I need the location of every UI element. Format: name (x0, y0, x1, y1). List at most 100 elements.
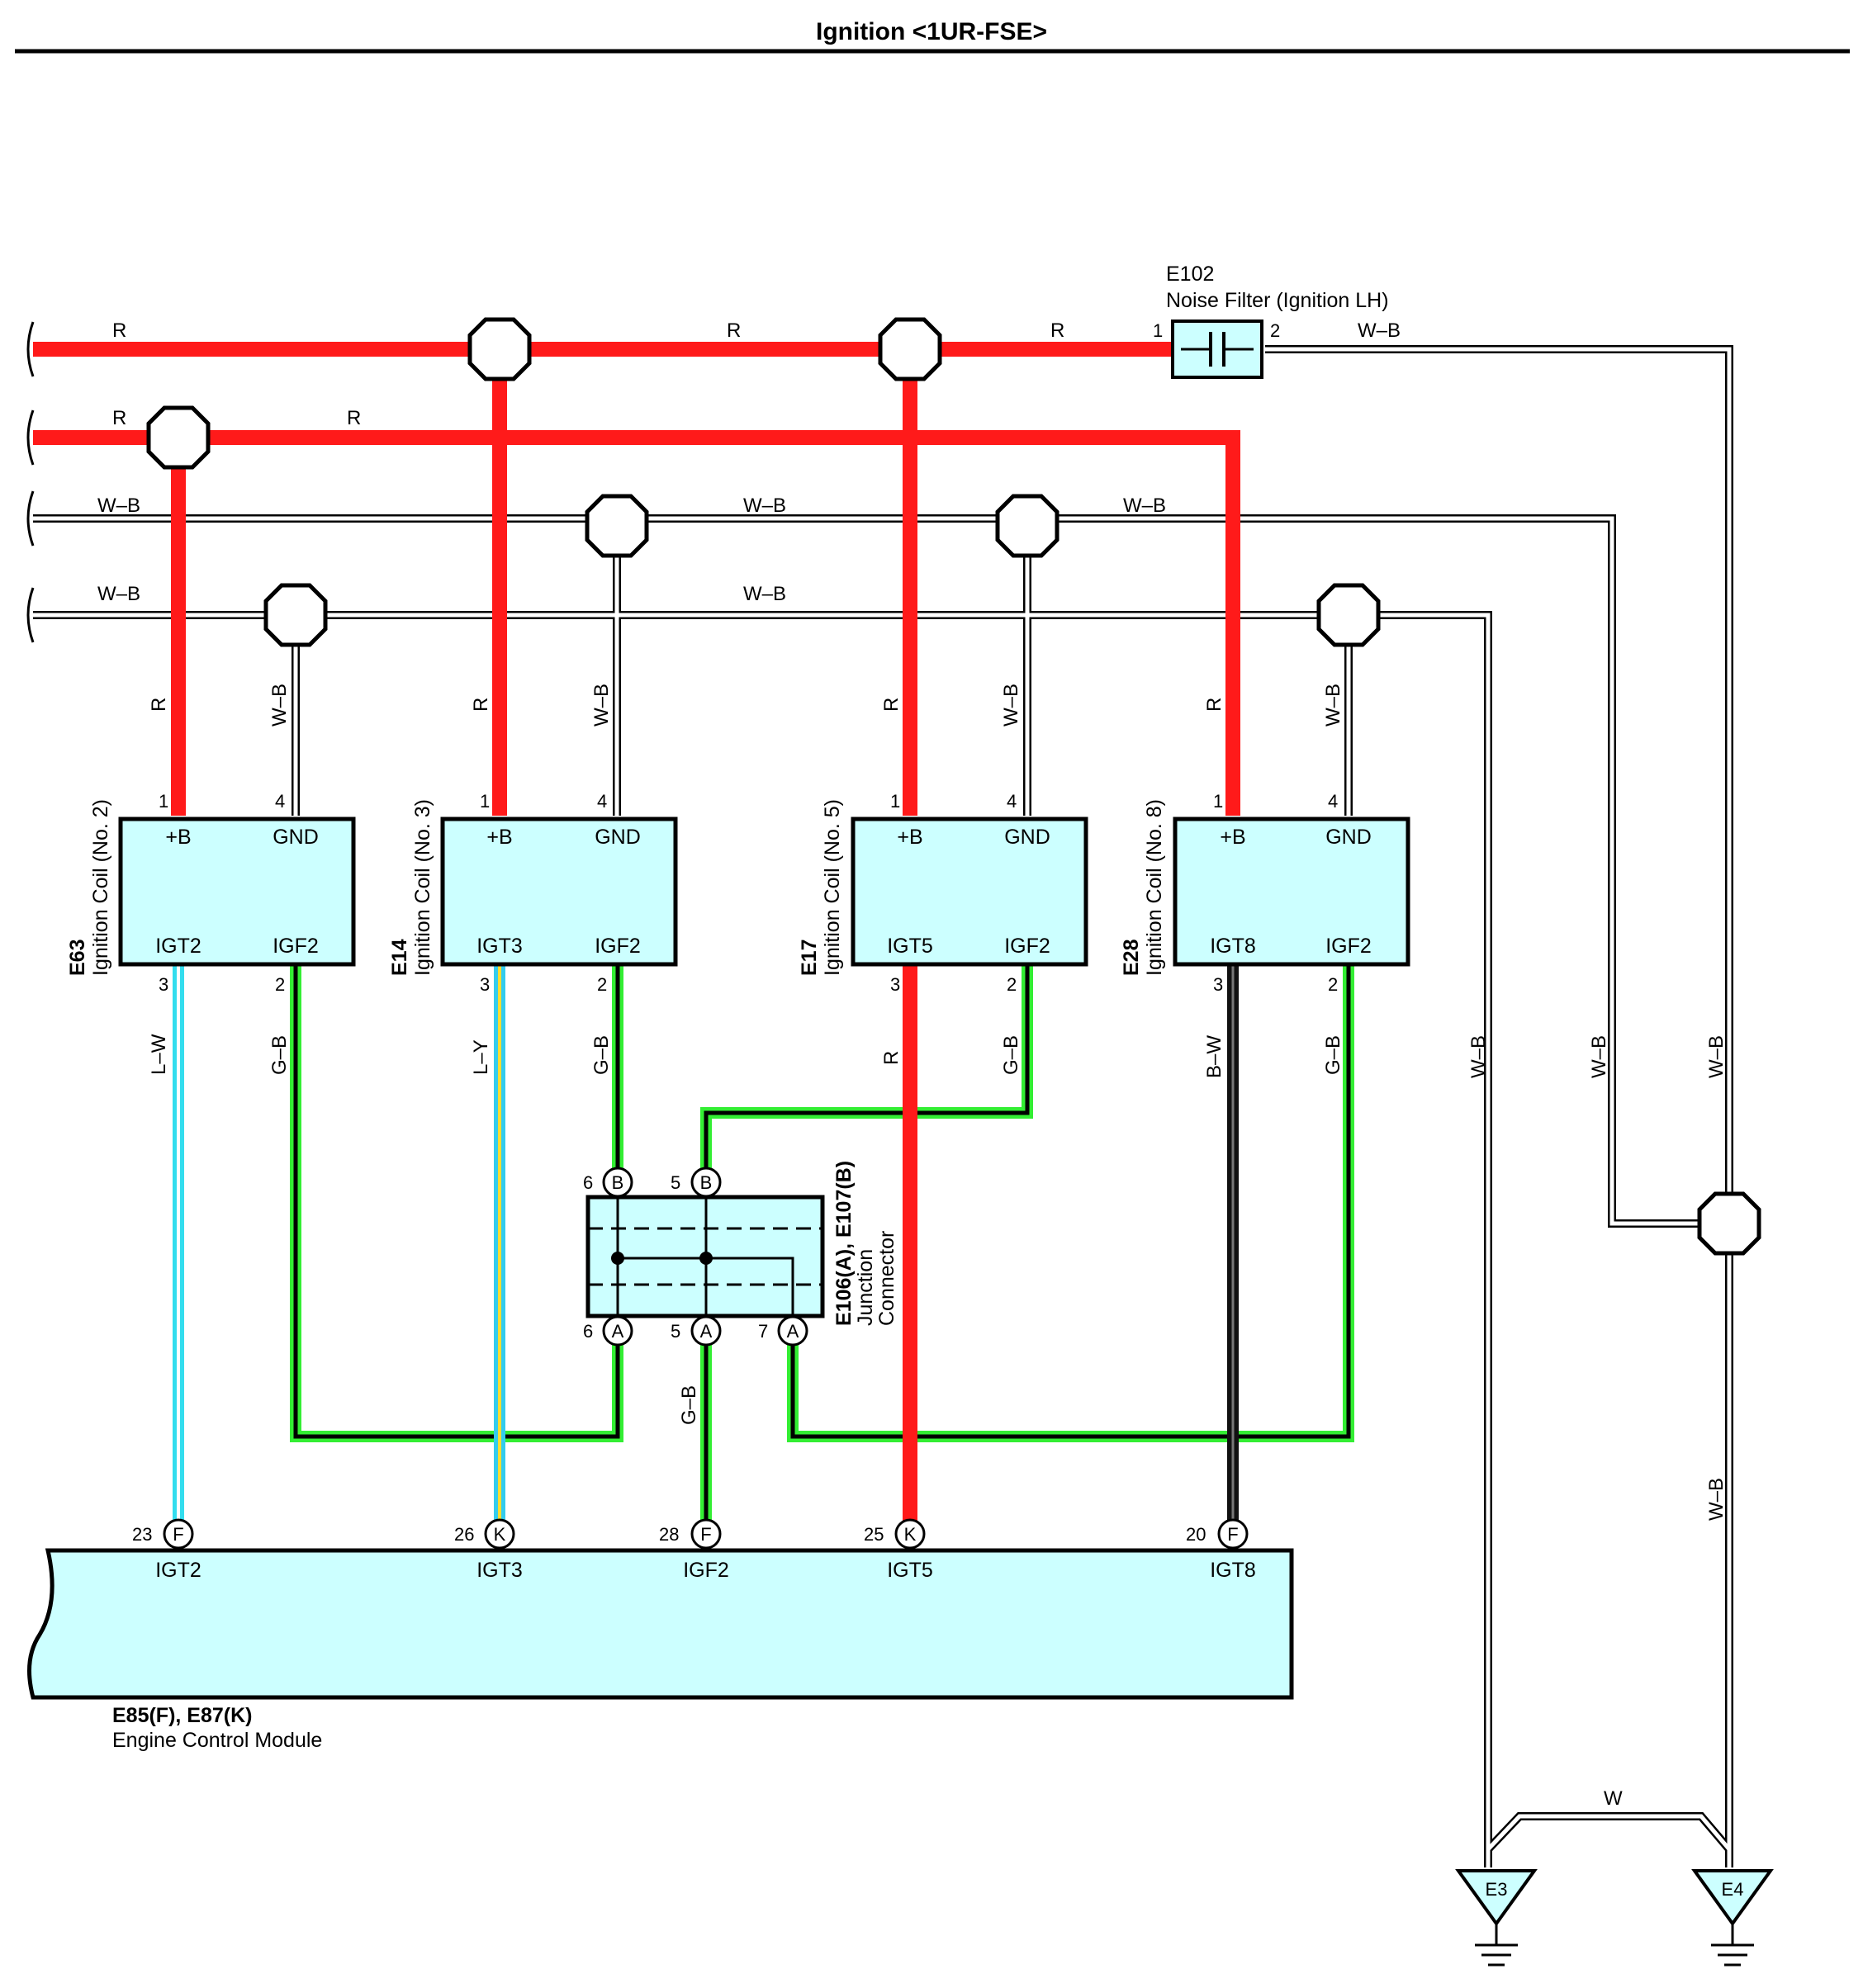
wire-label: W–B (590, 684, 613, 727)
pin-number: 3 (1213, 974, 1223, 995)
wire-label: R (880, 698, 903, 712)
coil-code: E17 (798, 940, 821, 976)
junction-name: Junction (854, 1249, 877, 1326)
coil-name: Ignition Coil (No. 8) (1143, 799, 1166, 976)
coil-pin-label: GND (273, 826, 319, 849)
pin-number: 3 (159, 974, 168, 995)
pin-number: 4 (1007, 791, 1017, 812)
coil-pin-label: IGT8 (1210, 935, 1256, 958)
wire-label: R (148, 698, 170, 712)
coil-pin-label: IGT2 (155, 935, 201, 958)
ecm-pin-label: IGT3 (476, 1559, 523, 1582)
wire-label: W–B (743, 495, 786, 517)
pin-number: 1 (480, 791, 490, 812)
wire-label: W–B (1705, 1478, 1728, 1521)
engine-control-module: F 23 IGT2 K 26 IGT3 F 28 IGF2 K 25 IGT5 … (27, 1518, 1294, 1752)
ecm-pin (690, 1518, 722, 1550)
ecm-pin (163, 1518, 194, 1550)
junction-pin (602, 1315, 633, 1347)
wire-label: G–B (1000, 1035, 1022, 1075)
junction-pin-num: 6 (583, 1321, 593, 1342)
wire-label: W–B (1588, 1035, 1610, 1078)
pin-number: 2 (275, 974, 285, 995)
wire-label: W–B (97, 495, 140, 517)
noise-filter-name: Noise Filter (Ignition LH) (1166, 289, 1389, 312)
pin-number: 1 (1213, 791, 1223, 812)
ecm-pin-num: 26 (454, 1524, 474, 1545)
splice-wb-5 (1697, 1191, 1761, 1256)
wire-label: G–B (1322, 1035, 1344, 1075)
wire-label: W–B (1000, 684, 1022, 727)
ecm-pin-label: IGT5 (887, 1559, 933, 1582)
ecm-pin-conn: K (494, 1524, 506, 1545)
splice-wb-4 (1316, 583, 1381, 647)
wire-label: R (727, 320, 741, 342)
junction-pin-num: 5 (671, 1172, 680, 1193)
wire-label: R (347, 407, 361, 429)
splice-points (146, 317, 1761, 1256)
wire-label: R (112, 320, 126, 342)
wire-label: G–B (590, 1035, 613, 1075)
coil-pin-label: +B (165, 826, 191, 849)
ignition-coil-e14: +B GND IGT3 IGF2 1 4 3 2 E14 Ignition Co… (388, 791, 678, 995)
wire-label: W (1604, 1787, 1623, 1810)
junction-pin-conn: A (612, 1321, 624, 1342)
wire-labels-horizontal: R R R W–B R R W–B W–B W–B W–B W–B W (97, 320, 1623, 1810)
ecm-pin-label: IGF2 (683, 1559, 729, 1582)
junction-connector: B 6 B 5 A 6 A 5 A 7 E106(A), E107(B) Jun… (583, 1161, 898, 1347)
ecm-pin (1217, 1518, 1249, 1550)
ecm-pin-conn: F (700, 1524, 711, 1545)
junction-pin-conn: A (787, 1321, 799, 1342)
wire-label: W–B (97, 583, 140, 605)
wire-label: B–W (1203, 1035, 1225, 1078)
wire-label: G–B (678, 1385, 700, 1425)
splice-r-2 (878, 317, 942, 381)
ecm-pin-num: 28 (659, 1524, 679, 1545)
ecm-code: E85(F), E87(K) (112, 1704, 252, 1727)
ecm-name: Engine Control Module (112, 1729, 322, 1752)
ecm-pin-label: IGT2 (155, 1559, 201, 1582)
ecm-pin-num: 25 (864, 1524, 884, 1545)
ground-e3: E3 (1455, 1869, 1538, 1967)
ecm-pin (484, 1518, 515, 1550)
junction-pin-num: 6 (583, 1172, 593, 1193)
splice-wb-3 (263, 583, 328, 647)
wire-label: R (880, 1051, 903, 1065)
wire-label: W–B (1322, 684, 1344, 727)
wire-labels-vertical: R W–B R W–B R W–B R W–B L–W G–B L–Y G–B … (148, 684, 1728, 1521)
r-wires (33, 342, 1240, 816)
ignition-coil-e28: +B GND IGT8 IGF2 1 4 3 2 E28 Ignition Co… (1120, 791, 1410, 995)
coil-pin-label: IGT3 (476, 935, 523, 958)
pin-number: 1 (159, 791, 168, 812)
splice-r-1 (467, 317, 532, 381)
coil-pin-label: +B (897, 826, 922, 849)
noise-filter-pin-in: 1 (1153, 320, 1163, 341)
wire-label: W–B (1705, 1035, 1728, 1078)
wire-label: R (112, 407, 126, 429)
ecm-pin (894, 1518, 926, 1550)
coil-name: Ignition Coil (No. 3) (411, 799, 434, 976)
junction-pin (602, 1167, 633, 1198)
coil-pin-label: IGF2 (1004, 935, 1050, 958)
junction-pin-num: 5 (671, 1321, 680, 1342)
coil-pin-label: IGF2 (595, 935, 641, 958)
pin-number: 4 (597, 791, 607, 812)
ignition-coil-e17: +B GND IGT5 IGF2 1 4 3 2 E17 Ignition Co… (798, 791, 1088, 995)
coil-pin-label: IGT5 (887, 935, 933, 958)
junction-pin-conn: B (700, 1172, 713, 1193)
page-title: Ignition <1UR-FSE> (816, 18, 1047, 45)
junction-pin-conn: A (700, 1321, 713, 1342)
pin-number: 3 (890, 974, 900, 995)
wire-break-marks (26, 321, 35, 643)
pin-number: 2 (1328, 974, 1338, 995)
igt-wires (173, 964, 1239, 1532)
wire-label: W–B (1467, 1035, 1490, 1078)
ground-e4: E4 (1691, 1869, 1774, 1967)
junction-pin-conn: B (612, 1172, 624, 1193)
wire-label: W–B (1358, 320, 1401, 342)
coil-pin-label: GND (595, 826, 641, 849)
splice-wb-2 (995, 494, 1059, 558)
coil-name: Ignition Coil (No. 2) (89, 799, 112, 976)
splice-r-3 (146, 405, 211, 470)
